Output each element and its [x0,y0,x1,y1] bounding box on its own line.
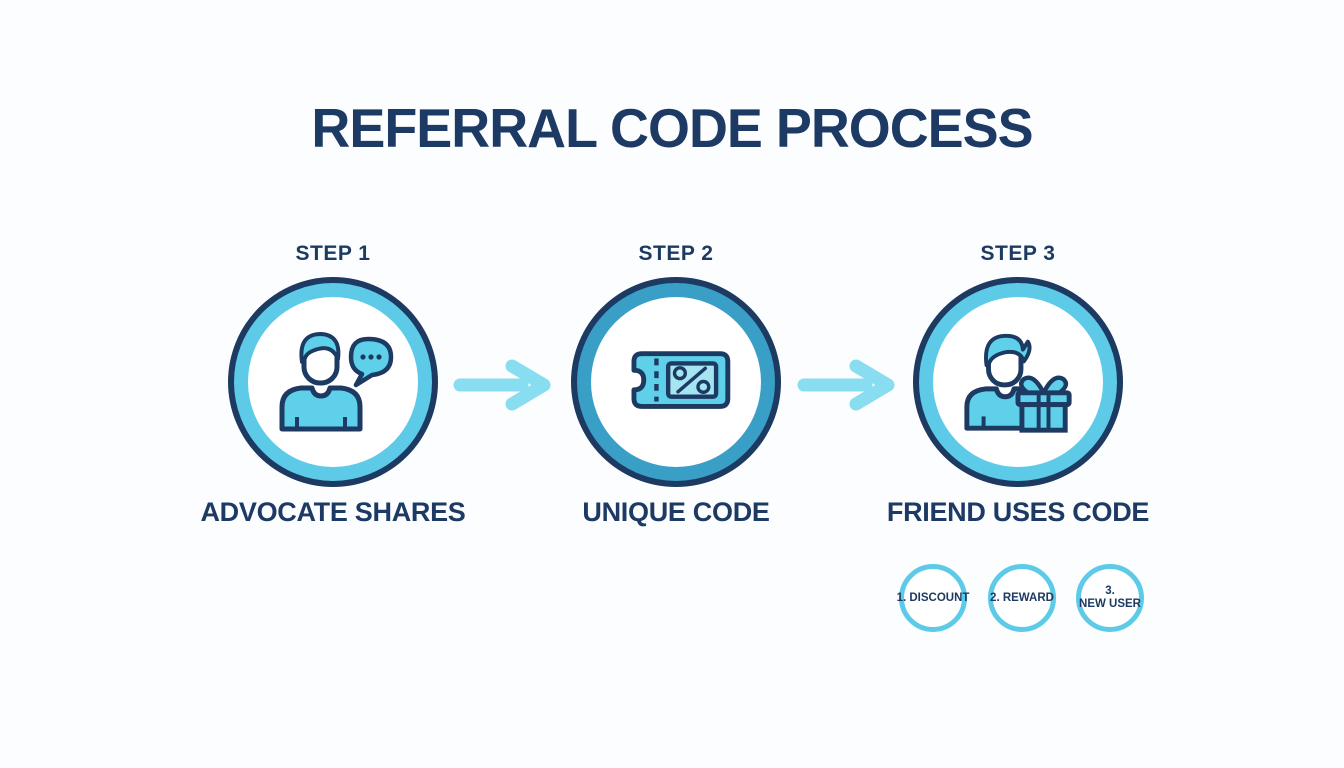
step-1-caption: ADVOCATE SHARES [200,497,466,527]
step-2-block: STEP 2 UNIQUE CODE [536,241,816,528]
person-chat-icon [279,332,394,432]
benefit-label: 3. [1105,585,1115,597]
benefit-circle-discount: 1. DISCOUNT [896,564,970,632]
step-1-block: STEP 1 ADVOCATE SHARES [193,241,473,528]
benefit-label: 2. REWARD [990,591,1054,604]
step-1-label: STEP 1 [295,242,371,265]
step-2-circle [577,283,775,481]
step-1-circle [234,283,432,481]
page-title: REFERRAL CODE PROCESS [311,97,1033,159]
step-3-label: STEP 3 [980,242,1056,265]
step-2-caption: UNIQUE CODE [582,497,770,527]
benefit-label-line2: NEW USER [1079,598,1141,610]
arrow-right-icon [453,359,551,411]
step-3-block: STEP 3 FRIEND USES [878,241,1158,528]
arrow-right-icon [797,359,895,411]
person-gift-icon [964,333,1072,433]
benefit-circle-reward: 2. REWARD [988,564,1056,632]
benefit-label: 1. DISCOUNT [896,591,970,604]
coupon-percent-icon [631,351,731,409]
step-3-circle [919,283,1117,481]
step-2-label: STEP 2 [638,242,714,265]
step-3-caption: FRIEND USES CODE [886,497,1150,527]
benefit-circle-new-user: 3. NEW USER [1076,564,1144,632]
